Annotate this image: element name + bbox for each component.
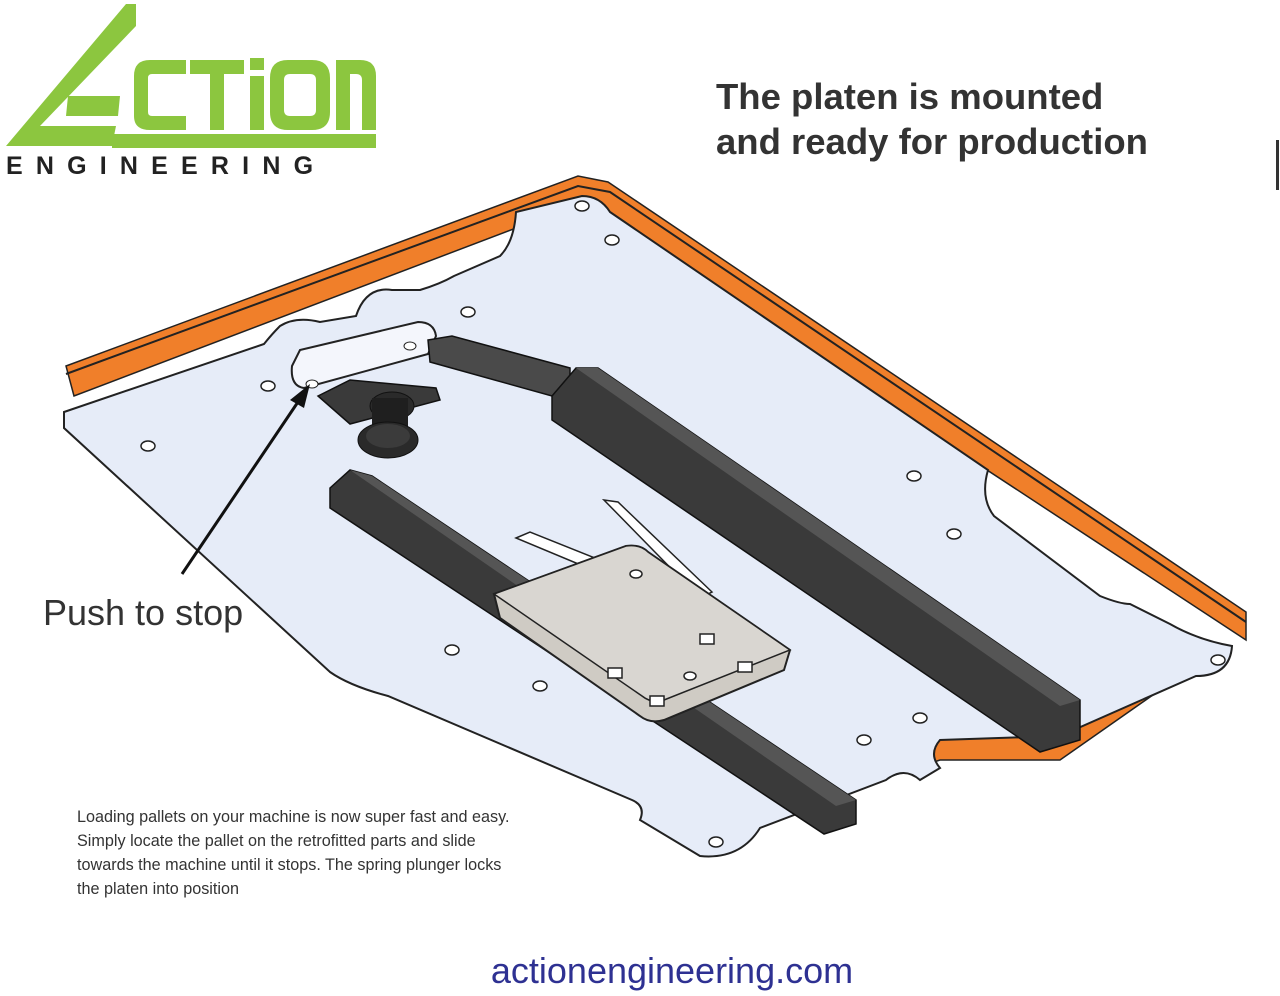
mounting-hole xyxy=(1210,654,1226,666)
rail-upper-face xyxy=(576,368,1080,706)
logo-letter-c xyxy=(134,60,186,130)
mounting-hole xyxy=(260,380,276,392)
mounting-hole xyxy=(912,712,928,724)
locating-plate-holes xyxy=(607,569,753,707)
headline-line-2: and ready for production xyxy=(716,121,1148,162)
plate-square-hole xyxy=(737,661,753,673)
plate-square-hole xyxy=(699,633,715,645)
description-line-1: Loading pallets on your machine is now s… xyxy=(77,808,510,826)
spring-plunger xyxy=(357,391,419,459)
locating-plate-top xyxy=(492,544,792,703)
description-line-3: towards the machine until it stops. The … xyxy=(77,856,502,874)
website-link[interactable]: actionengineering.com xyxy=(490,950,854,991)
platen-top-stripe xyxy=(65,184,1247,623)
headline: The platen is mounted and ready for prod… xyxy=(716,74,1236,164)
plate-round-hole xyxy=(683,671,697,681)
logo-triangle-mark xyxy=(6,4,136,146)
callout-arrow-head xyxy=(290,384,310,408)
stop-bracket xyxy=(290,320,438,390)
mounting-hole xyxy=(140,440,156,452)
mounting-hole xyxy=(946,528,962,540)
headline-line-1: The platen is mounted xyxy=(716,76,1104,117)
description-line-4: the platen into position xyxy=(77,880,239,898)
plate-round-hole xyxy=(629,569,643,579)
edge-mark xyxy=(1276,140,1279,190)
plate-square-hole xyxy=(607,667,623,679)
logo-underline xyxy=(112,134,376,148)
logo-letter-o xyxy=(270,60,330,130)
logo-letter-n xyxy=(336,60,376,130)
logo-letter-t xyxy=(190,60,244,130)
bracket-hole xyxy=(403,341,417,351)
logo-letter-i-dot xyxy=(250,58,264,70)
description: Loading pallets on your machine is now s… xyxy=(77,805,617,901)
logo-engineering-text: ENGINEERING xyxy=(6,152,327,180)
description-line-2: Simply locate the pallet on the retrofit… xyxy=(77,832,476,850)
logo-letter-i xyxy=(250,76,264,130)
mounting-hole xyxy=(532,680,548,692)
mounting-hole xyxy=(708,836,724,848)
mounting-hole xyxy=(604,234,620,246)
callout-label: Push to stop xyxy=(43,592,244,633)
mounting-hole xyxy=(574,200,590,212)
mounting-hole xyxy=(906,470,922,482)
action-engineering-logo xyxy=(6,4,376,148)
orange-platen-top-edge xyxy=(65,175,1247,642)
callout-arrow-line xyxy=(180,395,304,575)
plate-square-hole xyxy=(649,695,665,707)
logo-a-bar xyxy=(66,96,120,116)
mounting-hole xyxy=(444,644,460,656)
mounting-hole xyxy=(460,306,476,318)
mounting-hole xyxy=(856,734,872,746)
